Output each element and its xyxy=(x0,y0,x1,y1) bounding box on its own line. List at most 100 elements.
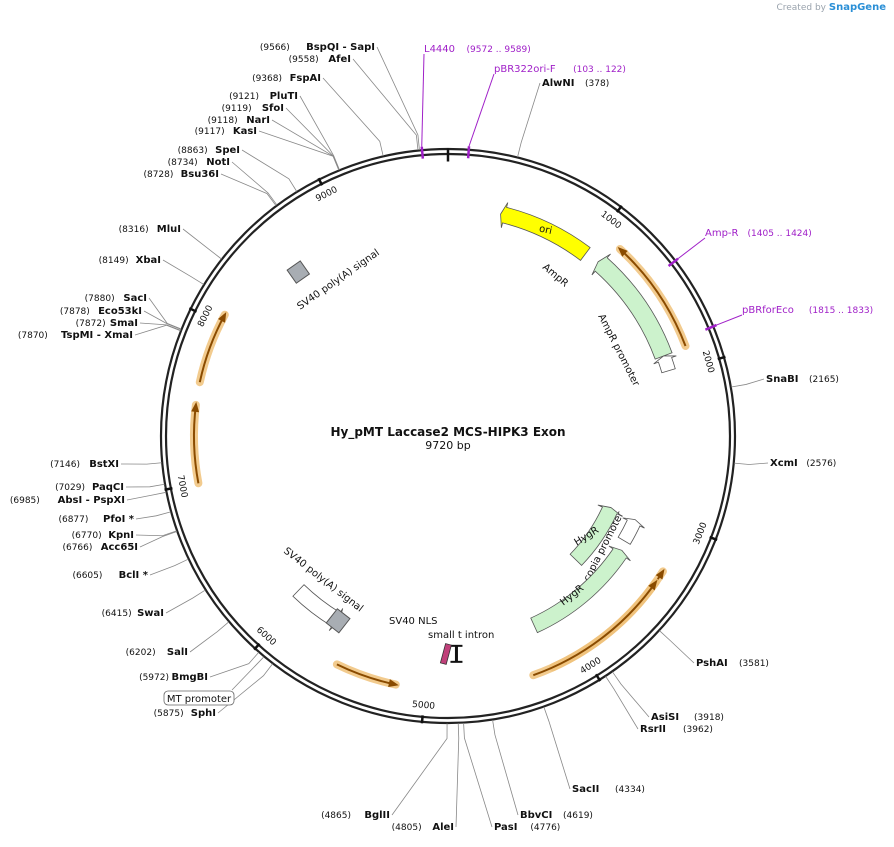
site-position: (7878) xyxy=(60,307,90,317)
site-leader-line xyxy=(734,462,769,465)
site-name: BstXI xyxy=(89,459,119,470)
site-leader-line xyxy=(220,173,277,206)
site-leader-line xyxy=(182,228,222,260)
feature-label-sv40-nls: SV40 NLS xyxy=(389,616,438,627)
site-position: (7029) xyxy=(55,483,85,493)
site-position: (5972) xyxy=(139,673,169,683)
site-name: AsiSI xyxy=(651,712,679,723)
site-position: (7872) xyxy=(76,319,106,329)
tick-label: 2000 xyxy=(700,350,716,375)
site-position: (3962) xyxy=(683,725,713,735)
site-name: BbvCI xyxy=(520,810,552,821)
site-name: BglII xyxy=(364,810,390,821)
primer-layer: L4440(9572 .. 9589)pBR322ori-F(103 .. 12… xyxy=(420,44,873,331)
primer-name: pBR322ori-F xyxy=(494,64,556,75)
primer-mark xyxy=(704,323,717,331)
site-name: SnaBI xyxy=(766,374,798,385)
plasmid-length: 9720 bp xyxy=(425,439,470,452)
site-name: SacII xyxy=(572,784,599,795)
site-position: (9121) xyxy=(229,92,259,102)
site-name: BspQI - SapI xyxy=(306,42,375,53)
mt-promoter-box xyxy=(163,690,235,706)
site-position: (9558) xyxy=(289,55,319,65)
site-leader-line xyxy=(517,82,541,158)
site-position: (6770) xyxy=(72,531,102,541)
site-leader-line xyxy=(148,297,182,330)
feature-promoter xyxy=(617,517,645,545)
sv40-nls-box xyxy=(439,643,452,665)
site-position: (9368) xyxy=(252,74,282,84)
site-position: (8863) xyxy=(178,146,208,156)
site-name: MluI xyxy=(157,224,181,235)
site-leader-line xyxy=(612,671,650,718)
site-position: (5875) xyxy=(154,709,184,719)
site-position: (378) xyxy=(585,79,609,89)
site-name: SphI xyxy=(191,708,216,719)
tick-label: 3000 xyxy=(692,521,710,546)
orf-arrowhead xyxy=(655,568,665,580)
site-position: (7870) xyxy=(18,331,48,341)
feature-cds xyxy=(591,253,673,360)
feature-cds xyxy=(530,545,631,634)
site-name: PaqCI xyxy=(92,482,124,493)
site-name: SfoI xyxy=(262,103,284,114)
site-name: SwaI xyxy=(137,608,164,619)
site-position: (7880) xyxy=(85,294,115,304)
orf-arrowhead xyxy=(218,312,227,323)
site-position: (9566) xyxy=(260,43,290,53)
site-position: (4805) xyxy=(392,823,422,833)
orf-layer xyxy=(190,245,690,689)
site-leader-line xyxy=(285,107,340,171)
site-leader-line xyxy=(731,378,765,388)
primer-leader xyxy=(716,314,743,326)
tick-mark xyxy=(317,177,324,186)
site-leader-line xyxy=(605,676,639,730)
sv40-polya-box xyxy=(286,260,311,284)
orf-halo xyxy=(549,567,667,672)
site-name: XbaI xyxy=(136,255,161,266)
tick-mark xyxy=(420,715,424,724)
orf-line xyxy=(552,570,664,669)
site-position: (6415) xyxy=(102,609,132,619)
primer-leader xyxy=(677,237,706,260)
site-position: (4334) xyxy=(615,785,645,795)
map-center: Hy_pMT Laccase2 MCS-HIPK3 Exon 9720 bp xyxy=(330,425,565,452)
feature-origin xyxy=(500,202,591,261)
primer-name: L4440 xyxy=(424,44,455,55)
site-leader-line xyxy=(463,723,493,828)
primer-leader xyxy=(468,73,495,147)
site-position: (4619) xyxy=(563,811,593,821)
snapgene-logo: SnapGene xyxy=(828,2,886,13)
site-position: (3918) xyxy=(694,713,724,723)
site-leader-line xyxy=(139,322,181,331)
tick-mark xyxy=(615,204,623,213)
orf-line xyxy=(532,581,657,677)
site-name: PasI xyxy=(494,822,517,833)
orf-arrowhead xyxy=(617,246,628,257)
primer-mark xyxy=(420,146,425,159)
site-name: XcmI xyxy=(770,458,798,469)
site-leader-line xyxy=(162,259,204,285)
feature-label-ori: ori xyxy=(538,223,553,236)
site-leader-line xyxy=(492,719,519,816)
plasmid-name: Hy_pMT Laccase2 MCS-HIPK3 Exon xyxy=(330,425,565,440)
site-position: (8316) xyxy=(119,225,149,235)
site-name: PluTI xyxy=(270,91,298,102)
site-leader-line xyxy=(126,491,167,501)
site-leader-line xyxy=(139,531,177,548)
orf-arrowhead xyxy=(648,579,658,591)
site-position: (6877) xyxy=(58,515,88,525)
site-layer: AlwNI(378)SnaBI(2165)XcmI(2576)PshAI(358… xyxy=(10,42,839,833)
site-position: (9118) xyxy=(208,116,238,126)
site-leader-line xyxy=(376,46,420,150)
site-name: KasI xyxy=(233,126,257,137)
site-position: (8728) xyxy=(143,170,173,180)
primer-range: (103 .. 122) xyxy=(573,65,626,75)
site-name: PfoI * xyxy=(103,514,135,525)
tick-label: 5000 xyxy=(412,700,436,712)
sv40-polya-signal-box xyxy=(325,608,351,634)
site-name: RsrII xyxy=(640,724,666,735)
site-leader-line xyxy=(165,589,206,614)
primer-range: (1815 .. 1833) xyxy=(809,306,873,316)
feature-label-ampr: AmpR xyxy=(540,262,570,290)
